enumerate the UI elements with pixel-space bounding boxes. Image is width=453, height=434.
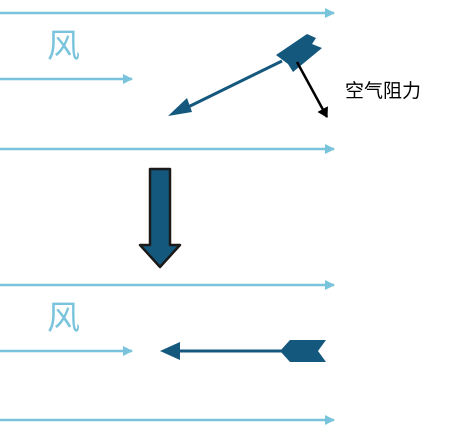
wind-label-top: 风 [47, 26, 80, 65]
aligned-arrow-fletching [280, 340, 326, 362]
tilted-arrow-tip [168, 98, 192, 116]
drag-label: 空气阻力 [345, 80, 421, 102]
transition-down-arrow [138, 167, 182, 269]
tilted-arrow [168, 34, 322, 116]
drag-force-arrow [295, 61, 329, 118]
aligned-arrow-tip [160, 342, 180, 360]
tilted-arrow-fletching [276, 34, 322, 72]
tilted-arrow-shaft [181, 59, 283, 112]
aligned-arrow [160, 340, 326, 362]
wind-label-bottom: 风 [47, 298, 80, 337]
